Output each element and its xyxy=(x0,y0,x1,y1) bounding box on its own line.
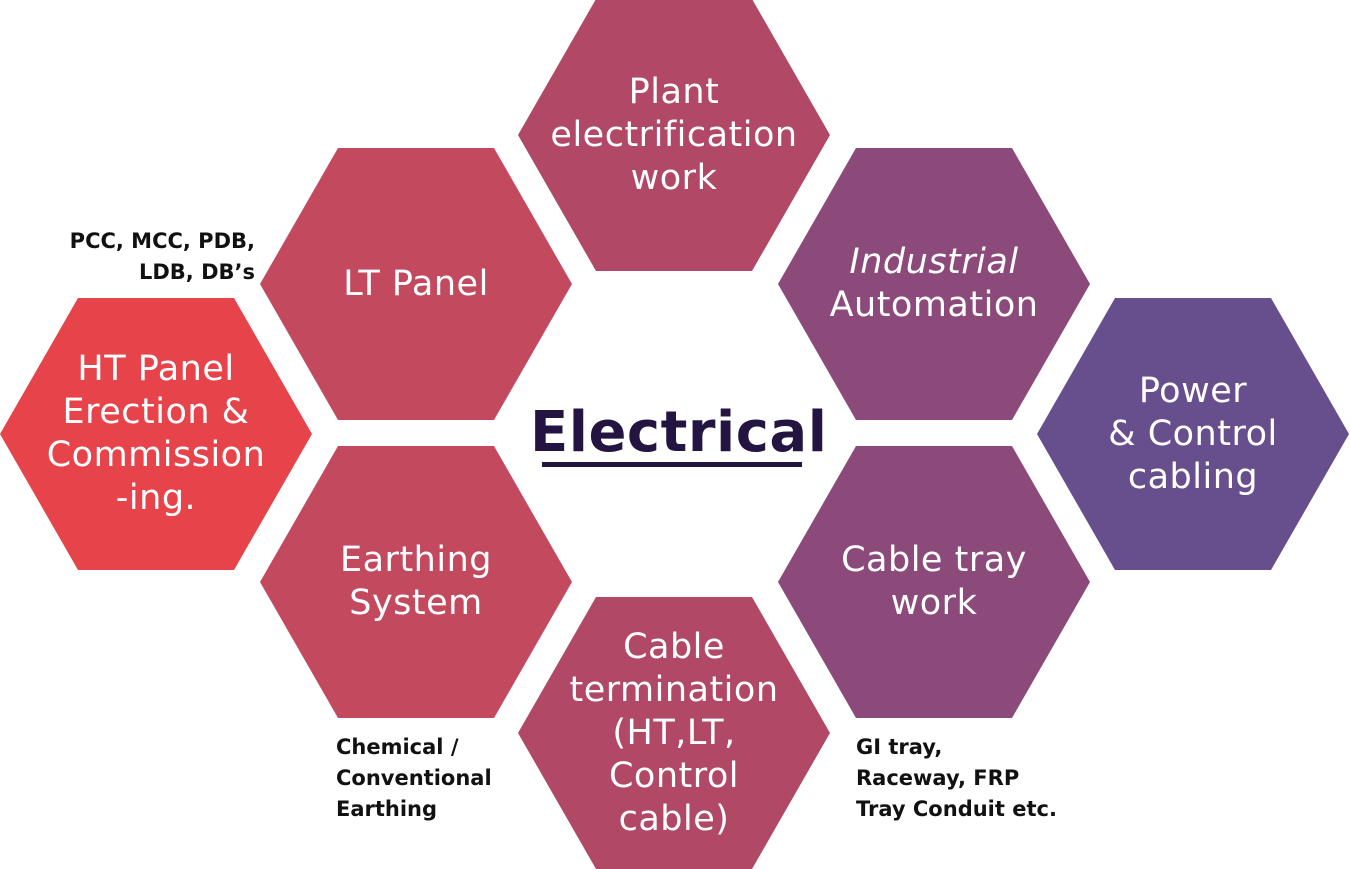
center-title: Electrical xyxy=(530,400,828,465)
hexagon-plant-electrification xyxy=(518,0,830,271)
hexagon-label-lt-panel: LT Panel xyxy=(286,148,546,420)
hexagon-cable-termination xyxy=(518,597,830,869)
hexagon-label-line: electrification xyxy=(550,114,798,155)
hexagon-industrial-automation xyxy=(778,148,1090,420)
hexagon-label-line: Cable tray xyxy=(841,540,1027,580)
note-line: Earthing xyxy=(336,797,438,821)
note-line: Raceway, FRP xyxy=(856,766,1020,790)
hexagon-power-control-cabling xyxy=(1037,298,1349,570)
hexagon-label-cable-tray-work: Cable tray work xyxy=(804,446,1064,718)
hexagon-label-line: LT Panel xyxy=(343,263,489,304)
note-earthing: Chemical / Conventional Earthing xyxy=(336,732,492,825)
hexagon-earthing-system xyxy=(260,446,572,718)
hexagon-cable-tray-work xyxy=(778,446,1090,718)
hexagon-label-line: -ing. xyxy=(115,478,197,518)
hexagon-label-line: Cable xyxy=(623,626,725,667)
hexagon-label-ht-panel: HT Panel Erection & Commission -ing. xyxy=(26,298,286,570)
hexagon-label-earthing-system: Earthing System xyxy=(286,446,546,718)
hexagon-ht-panel xyxy=(0,298,312,570)
hexagon-label-line: termination xyxy=(569,669,779,710)
hexagon-label-line: (HT,LT, xyxy=(612,712,736,753)
hexagon-label-line: & Control xyxy=(1108,413,1278,454)
hexagon-label-cable-termination: Cable termination (HT,LT, Control cable) xyxy=(544,597,804,869)
note-cable-tray: GI tray, Raceway, FRP Tray Conduit etc. xyxy=(856,732,1057,825)
hexagon-label-line: HT Panel xyxy=(77,349,235,389)
hexagon-label-line: Earthing xyxy=(340,540,492,580)
hexagon-label-line: Plant xyxy=(628,71,720,112)
hexagon-label-line: System xyxy=(349,583,483,623)
note-lt-panel: PCC, MCC, PDB, LDB, DB’s xyxy=(40,226,255,288)
note-line: GI tray, xyxy=(856,735,943,759)
note-line: Conventional xyxy=(336,766,492,790)
hexagon-label-line: cabling xyxy=(1127,456,1259,497)
hexagon-label-line: Automation xyxy=(829,285,1039,325)
center-title-underline xyxy=(542,462,802,467)
note-line: PCC, MCC, PDB, xyxy=(69,229,255,253)
hexagon-label-line: Erection & xyxy=(62,392,250,432)
hexagon-label-line: Power xyxy=(1138,370,1248,411)
hexagon-label-line: work xyxy=(630,157,718,198)
hexagon-label-power-control-cabling: Power & Control cabling xyxy=(1063,298,1323,570)
note-line: Chemical / xyxy=(336,735,459,759)
hexagon-lt-panel xyxy=(260,148,572,420)
hexagon-label-industrial-automation: Industrial Automation xyxy=(804,148,1064,420)
hexagon-label-line: cable) xyxy=(618,798,730,839)
hexagon-label-line: work xyxy=(890,583,978,623)
note-line: LDB, DB’s xyxy=(138,260,255,284)
hexagon-label-plant-electrification: Plant electrification work xyxy=(544,0,804,271)
hexagon-label-line: Control xyxy=(608,755,740,796)
hexagon-label-line: Commission xyxy=(46,435,266,475)
hexagon-label-line: Industrial xyxy=(849,242,1019,282)
note-line: Tray Conduit etc. xyxy=(856,797,1057,821)
